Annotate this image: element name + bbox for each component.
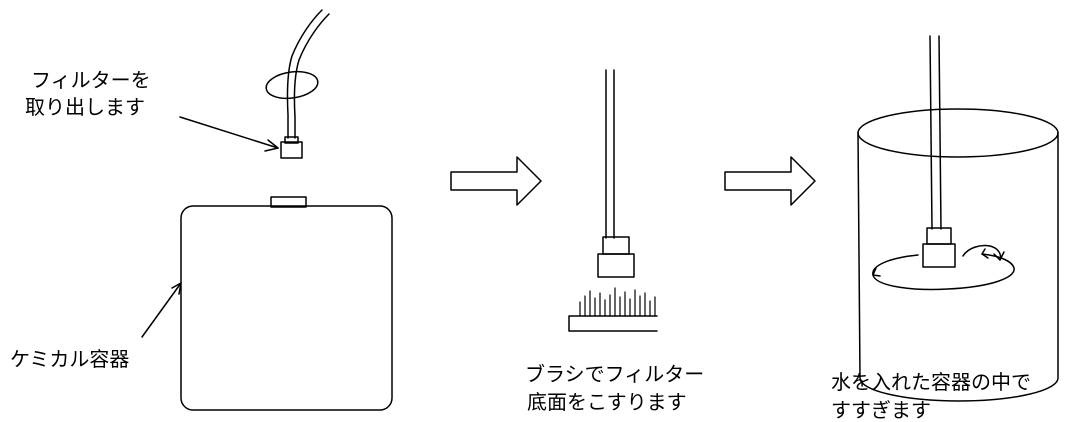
water-container-rim [857,108,1059,158]
step1-group [141,9,393,411]
brush-base [568,315,658,332]
tube [293,13,330,139]
step3-group [857,35,1059,402]
brush-step-label-line1: ブラシでフィルター [525,362,705,386]
filter [597,253,635,278]
hollow-right-arrow-icon [450,156,542,206]
rotation-arrows-icon [872,244,1015,291]
water-container-body [857,132,1059,402]
tube [938,35,942,230]
filter-head [926,227,952,245]
filter-removal-label-line1: フィルターを [31,68,151,92]
container-pointer-arrowhead [171,282,182,295]
filter-pointer-line [179,116,279,149]
filter-pointer-arrowhead [264,139,279,152]
step2-group [568,69,658,332]
filter-removal-label-line2: 取り出します [25,95,145,119]
tube [286,9,323,139]
container-pointer-line [141,282,182,338]
filter [922,243,956,268]
filter-head [284,136,299,144]
hollow-right-arrow-icon [724,156,816,206]
rinse-step-label-line2: すすぎます [831,398,931,422]
filter [280,141,303,159]
tube [929,35,933,230]
filter-weight [265,70,319,100]
chemical-container-label: ケミカル容器 [10,347,130,371]
brush-step-label-line2: 底面をこすります [527,390,687,414]
brush-bristles [579,287,656,317]
chemical-container [180,205,393,411]
filter-head [602,236,630,255]
rinse-step-label-line1: 水を入れた容器の中で [831,370,1031,394]
container-cap [270,196,307,208]
